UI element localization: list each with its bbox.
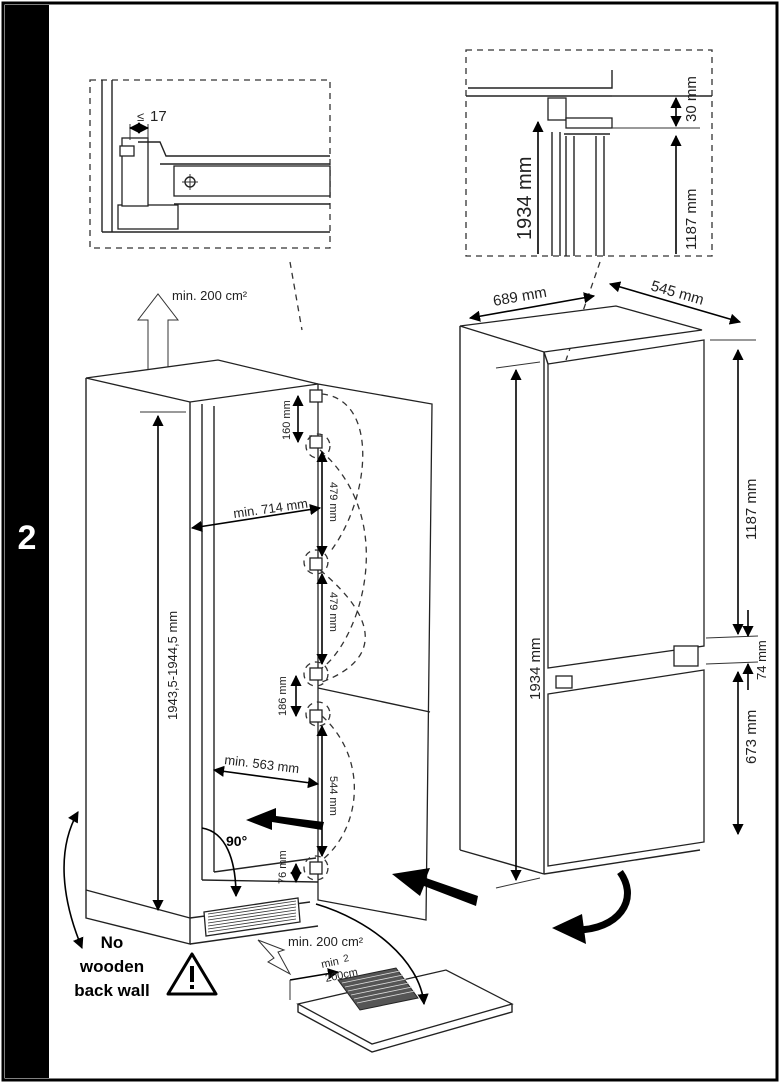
hinge-spacing-160: 160 mm <box>281 400 293 440</box>
detail-top-gap: 30 mm 1187 mm 1934 mm <box>465 49 713 257</box>
vent-plate: min 2 200cm min. 200 cm² <box>257 903 514 1053</box>
vent-plate-min: min <box>320 956 340 971</box>
back-wall-arrow <box>63 811 84 950</box>
hinge-spacing-479-b: 479 mm <box>327 592 339 632</box>
door-angle-label: 90° <box>226 833 247 849</box>
cabinet-depth-label: min. 714 mm <box>232 496 308 521</box>
warning-triangle-icon <box>166 952 218 996</box>
detail-total-height-label: 1934 mm <box>514 157 536 240</box>
vent-plate-two: 2 <box>342 953 350 965</box>
vent-bottom-label: min. 200 cm² <box>288 934 364 949</box>
appliance-lower-height-label: 673 mm <box>743 710 760 764</box>
detail-dimension-label: 17 <box>150 108 167 125</box>
hinge-spacing-186: 186 mm <box>277 676 289 716</box>
vent-top-label: min. 200 cm² <box>172 288 248 303</box>
detail-gap-label: 30 mm <box>683 76 700 122</box>
cabinet-height-label: 1943,5-1944,5 mm <box>165 611 180 720</box>
warning-no: No <box>101 933 124 952</box>
appliance-height-label: 1934 mm <box>527 637 544 700</box>
detail-hinge-closeup: ≤ 17 <box>89 79 331 249</box>
appliance-upper-height-label: 1187 mm <box>743 479 760 540</box>
step-number: 2 <box>17 519 37 557</box>
hinge-spacing-479-a: 479 mm <box>327 482 339 522</box>
warning-wooden: wooden <box>79 957 144 976</box>
detail-leader-left <box>289 261 303 331</box>
warning-back-wall: back wall <box>74 981 150 1000</box>
appliance-drawing: 689 mm 545 mm 1934 mm 1187 mm 74 mm 673 … <box>392 278 769 944</box>
cabinet-drawing: min. 200 cm² <box>85 288 433 945</box>
hinge-spacing-544: 544 mm <box>327 776 339 816</box>
detail-fridge-height-label: 1187 mm <box>683 189 700 250</box>
detail-lt-sign: ≤ <box>137 109 144 124</box>
hinge-spacing-76: 76 mm <box>277 850 289 884</box>
step-sidebar <box>5 5 49 1078</box>
appliance-gap-label: 74 mm <box>754 640 769 680</box>
